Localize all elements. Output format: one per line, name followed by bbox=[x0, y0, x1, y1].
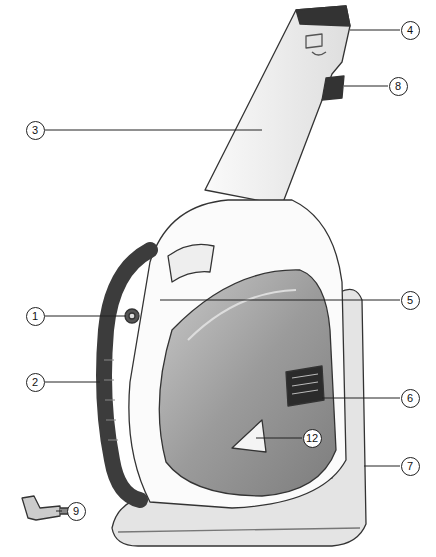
nozzle bbox=[205, 6, 350, 205]
nozzle-symbol bbox=[306, 34, 326, 55]
callout-number: 2 bbox=[26, 373, 45, 392]
callout-number: 3 bbox=[26, 121, 45, 140]
crevice-clip bbox=[322, 76, 344, 100]
power-button-center bbox=[129, 313, 135, 319]
callout-number: 4 bbox=[401, 21, 420, 40]
callout-number: 5 bbox=[401, 291, 420, 310]
charger-plug bbox=[22, 496, 60, 520]
leader-lines bbox=[45, 30, 400, 511]
handle-grip bbox=[104, 360, 118, 440]
callout-number: 9 bbox=[67, 502, 86, 521]
handle bbox=[104, 250, 150, 500]
button-housing bbox=[168, 244, 214, 282]
release-tab bbox=[232, 420, 266, 452]
power-button bbox=[125, 309, 139, 323]
nozzle-tip bbox=[296, 6, 350, 26]
logo-marks bbox=[292, 374, 318, 394]
callout-number: 1 bbox=[26, 307, 45, 326]
dust-bowl bbox=[159, 270, 336, 496]
callout-number: 8 bbox=[389, 77, 408, 96]
callout-number: 6 bbox=[401, 389, 420, 408]
body-shell bbox=[129, 200, 346, 508]
bowl-highlight bbox=[188, 290, 296, 340]
logo-badge bbox=[286, 366, 324, 406]
base-edge bbox=[118, 528, 360, 532]
callout-number: 12 bbox=[303, 429, 322, 448]
callout-number: 7 bbox=[401, 457, 420, 476]
